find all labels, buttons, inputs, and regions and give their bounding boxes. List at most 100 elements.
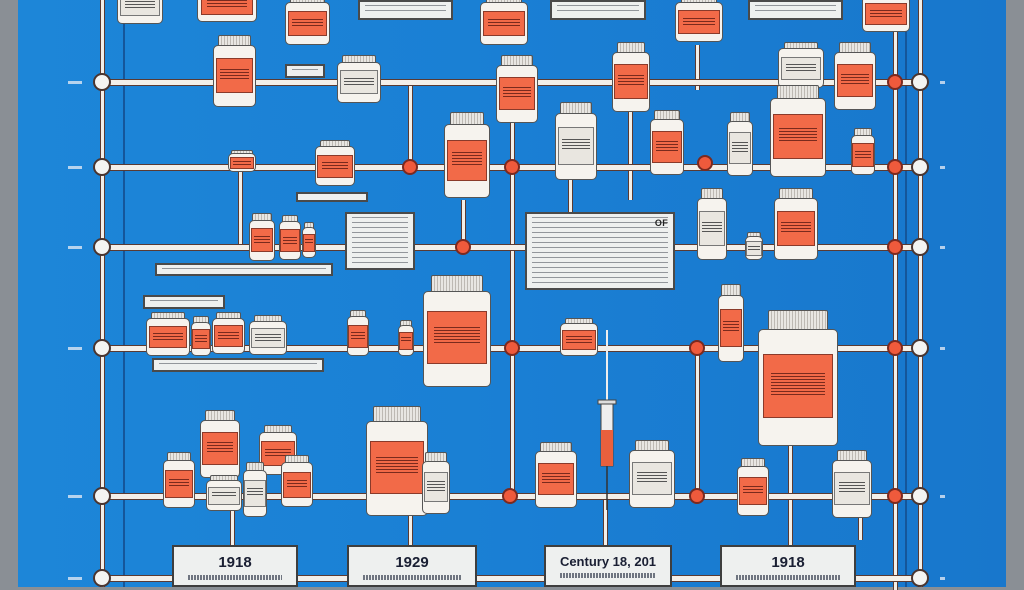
bottle-label	[229, 157, 255, 170]
bottle-label	[200, 0, 254, 15]
timeline-node	[93, 158, 111, 176]
bottle-label	[746, 240, 762, 256]
syringe-icon	[597, 330, 617, 510]
year-tick	[940, 81, 945, 84]
medicine-bottle-icon	[285, 0, 330, 45]
year-tick	[68, 246, 82, 249]
event-marker	[689, 488, 705, 504]
medicine-bottle-icon	[366, 406, 428, 516]
medicine-bottle-icon	[213, 35, 256, 107]
bottle-label	[398, 331, 414, 351]
bottle-label	[562, 330, 596, 350]
medicine-bottle-icon	[758, 310, 838, 446]
event-marker	[502, 488, 518, 504]
medicine-bottle-icon	[650, 110, 684, 175]
text-note	[155, 263, 333, 276]
medicine-bottle-icon	[496, 55, 538, 123]
bottle-label	[213, 325, 244, 347]
medicine-bottle-icon	[228, 150, 256, 172]
event-marker	[887, 74, 903, 90]
bottle-label	[446, 139, 488, 182]
medicine-bottle-icon	[337, 55, 381, 103]
medicine-bottle-icon	[778, 42, 824, 88]
bottle-label	[537, 463, 575, 496]
medicine-bottle-icon	[555, 102, 597, 180]
guide-line	[123, 0, 125, 587]
timeline-node	[911, 487, 929, 505]
bottle-label	[302, 233, 316, 253]
medicine-bottle-icon	[612, 42, 650, 112]
year-tick	[68, 495, 82, 498]
medicine-bottle-icon	[249, 315, 287, 355]
medicine-bottle-icon	[444, 112, 490, 198]
bottle-label	[557, 126, 595, 165]
bottle-label	[728, 132, 752, 164]
medicine-bottle-icon	[281, 455, 313, 507]
medicine-bottle-icon	[315, 140, 355, 186]
event-marker	[504, 340, 520, 356]
timeline-node	[911, 158, 929, 176]
timeline-node	[911, 569, 929, 587]
date-caption	[363, 575, 461, 580]
note-text	[159, 363, 317, 367]
year-tick	[940, 166, 945, 169]
medicine-bottle-icon	[774, 188, 818, 260]
bottle-label	[244, 479, 266, 507]
medicine-bottle-icon	[398, 320, 414, 356]
text-note	[525, 212, 675, 290]
medicine-bottle-icon	[163, 452, 195, 508]
date-caption	[736, 575, 840, 580]
bottle-label	[631, 461, 673, 496]
timeline-node	[93, 73, 111, 91]
medicine-bottle-icon	[718, 284, 744, 362]
bottle-label	[677, 10, 721, 34]
timeline-node	[93, 569, 111, 587]
date-label: 1918	[218, 554, 252, 571]
bottle-label	[762, 353, 834, 419]
text-note	[358, 0, 453, 20]
medicine-bottle-icon	[197, 0, 257, 22]
bottle-label	[834, 471, 870, 506]
note-heading: OF	[654, 218, 668, 228]
medicine-bottle-icon	[851, 128, 875, 175]
note-text	[352, 217, 408, 265]
bottle-label	[836, 63, 874, 98]
text-note	[296, 192, 368, 202]
timeline-axis-left	[100, 0, 105, 587]
medicine-bottle-icon	[243, 462, 267, 517]
date-label: Century 18, 201	[559, 554, 657, 569]
date-box-4: 1918	[720, 545, 856, 587]
timeline-axis-right	[918, 0, 923, 587]
medicine-bottle-icon	[770, 85, 826, 177]
medicine-bottle-icon	[697, 188, 727, 260]
medicine-bottle-icon	[834, 42, 876, 110]
date-box-2: 1929	[347, 545, 477, 587]
date-caption	[188, 575, 282, 580]
medicine-bottle-icon	[206, 475, 242, 511]
medicine-bottle-icon	[832, 450, 872, 518]
medicine-bottle-icon	[302, 222, 316, 258]
bottle-label	[773, 114, 823, 159]
bottle-label	[251, 327, 285, 349]
bottle-label	[719, 308, 743, 347]
event-marker	[887, 239, 903, 255]
bottle-label	[348, 324, 368, 348]
date-box-3: Century 18, 201	[544, 545, 672, 587]
text-note	[143, 295, 225, 309]
medicine-bottle-icon	[727, 112, 753, 176]
medicine-bottle-icon	[249, 213, 275, 261]
bottle-label	[317, 154, 353, 178]
bottle-label	[192, 328, 210, 350]
bottle-label	[148, 326, 188, 349]
medicine-bottle-icon	[560, 318, 598, 356]
timeline-node	[93, 238, 111, 256]
connector-line	[628, 110, 633, 200]
date-label: 1918	[771, 554, 805, 571]
timeline-node	[911, 339, 929, 357]
medicine-bottle-icon	[200, 410, 240, 478]
medicine-bottle-icon	[191, 316, 211, 356]
note-text	[292, 69, 318, 73]
bottle-label	[119, 0, 161, 17]
year-tick	[940, 246, 945, 249]
connector-line	[858, 510, 863, 540]
